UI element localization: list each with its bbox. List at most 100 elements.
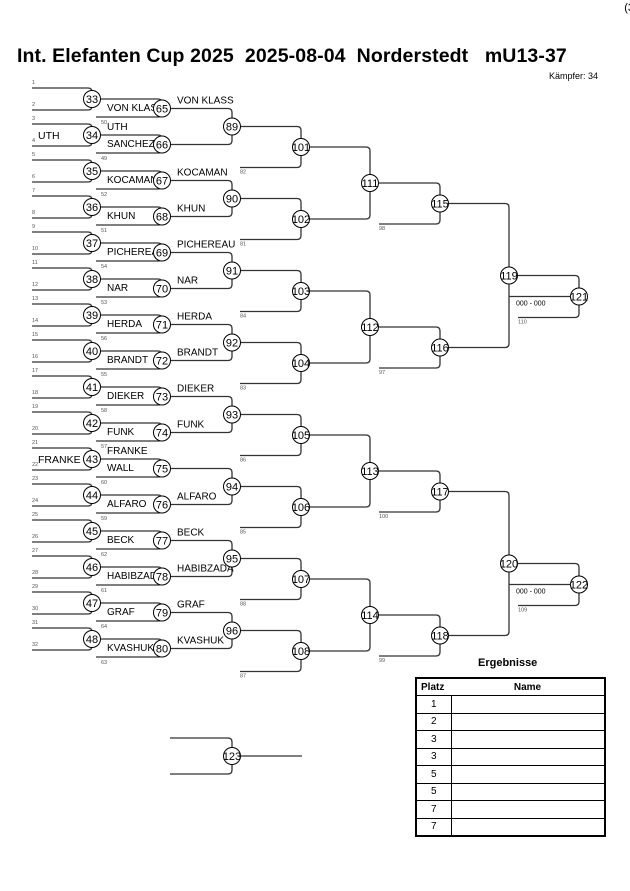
competitor-name: VON KLASS [107, 103, 164, 114]
match-36-number: 36 [86, 202, 98, 214]
results-row: 7 [416, 800, 605, 818]
entry-name: UTH [38, 130, 60, 142]
competitor-name: ALFARO [107, 499, 147, 510]
slot-number: 18 [32, 390, 38, 396]
match-120-number: 120 [500, 559, 518, 571]
loser-ref: 100 [379, 514, 388, 520]
match-101-number: 101 [292, 142, 310, 154]
loser-ref: 82 [240, 170, 246, 176]
loser-ref: 84 [240, 314, 246, 320]
column-header-name: Name [451, 678, 605, 696]
match-103-circle [292, 282, 310, 300]
match-73-number: 73 [156, 392, 168, 404]
match-106-circle [292, 498, 310, 516]
match-79-number: 79 [156, 608, 168, 620]
match-44-circle [83, 486, 101, 504]
results-row: 7 [416, 817, 605, 836]
match-74-circle [153, 423, 171, 442]
match-117-number: 117 [431, 487, 449, 499]
loser-ref: 59 [101, 516, 107, 522]
page-title: Int. Elefanten Cup 2025 2025-08-04 Norde… [17, 45, 567, 67]
results-row: 3 [416, 730, 605, 748]
match-105-circle [292, 426, 310, 444]
match-108-circle [292, 642, 310, 660]
competitor-name: SANCHEZ [107, 139, 155, 150]
match-93-number: 93 [226, 410, 238, 422]
name-cell [451, 782, 605, 801]
match-116-number: 116 [431, 343, 449, 355]
loser-ref: 55 [101, 372, 107, 378]
match-111-circle [361, 174, 379, 192]
match-115-number: 115 [431, 199, 449, 211]
name-cell [451, 817, 605, 836]
match-121-circle [570, 287, 588, 306]
loser-ref: 54 [101, 264, 107, 270]
match-76-circle [153, 495, 171, 514]
match-70-number: 70 [156, 284, 168, 296]
match-37-circle [83, 234, 101, 252]
match-104-number: 104 [292, 358, 310, 370]
loser-ref: 56 [101, 336, 107, 342]
results-row: 2 [416, 712, 605, 731]
slot-number: 27 [32, 548, 38, 554]
competitor-name: NAR [107, 283, 128, 294]
entry-name: FRANKE [38, 454, 81, 466]
match-37-number: 37 [86, 238, 98, 250]
match-89-number: 89 [226, 122, 238, 134]
match-42-number: 42 [86, 418, 98, 430]
competitor-name: FUNK [107, 427, 135, 438]
match-105-number: 105 [292, 430, 310, 442]
results-row: 3 [416, 747, 605, 766]
match-73-circle [153, 387, 171, 406]
loser-ref: 86 [240, 458, 246, 464]
match-70-circle [153, 279, 171, 298]
match-102-circle [292, 210, 310, 228]
slot-number: 21 [32, 440, 38, 446]
match-79-circle [153, 603, 171, 622]
match-40-circle [83, 342, 101, 360]
results-title: Ergebnisse [478, 657, 538, 669]
match-113-number: 113 [361, 466, 379, 478]
page-corner-mark: (3 [624, 2, 630, 14]
match-112-number: 112 [361, 322, 379, 334]
match-116-circle [431, 338, 449, 357]
match-46-circle [83, 558, 101, 576]
competitor-name: HERDA [177, 312, 212, 323]
place-cell: 7 [416, 817, 452, 836]
match-41-number: 41 [86, 382, 98, 394]
place-cell: 5 [416, 782, 452, 801]
loser-ref: 52 [101, 192, 107, 198]
place-cell: 2 [416, 712, 452, 731]
slot-number: 3 [32, 116, 35, 122]
match-48-circle [83, 630, 101, 648]
loser-ref: 49 [101, 156, 107, 162]
match-77-number: 77 [156, 536, 168, 548]
match-117-circle [431, 482, 449, 501]
competitor-name: FUNK [177, 420, 205, 431]
match-44-number: 44 [86, 490, 98, 502]
fighter-count: Kämpfer: 34 [548, 71, 598, 81]
loser-ref: 97 [379, 370, 385, 376]
slot-number: 29 [32, 584, 38, 590]
slot-number: 32 [32, 642, 38, 648]
match-90-number: 90 [226, 194, 238, 206]
loser-ref: 62 [101, 552, 107, 558]
slot-number: 9 [32, 224, 35, 230]
match-66-circle [153, 135, 171, 154]
match-95-number: 95 [226, 554, 238, 566]
match-75-circle [153, 459, 171, 478]
match-118-number: 118 [431, 631, 449, 643]
match-36-circle [83, 198, 101, 216]
match-40-number: 40 [86, 346, 98, 358]
competitor-name: KHUN [177, 204, 205, 215]
match-92-number: 92 [226, 338, 238, 350]
competitor-name: KHUN [107, 211, 135, 222]
place-cell: 7 [416, 800, 452, 818]
r3-connector [171, 107, 233, 146]
name-cell [451, 712, 605, 731]
match-96-circle [223, 621, 241, 640]
competitor-name: GRAF [177, 600, 205, 611]
loser-ref: 64 [101, 624, 107, 630]
match-33-circle [83, 90, 101, 108]
loser-ref: 51 [101, 228, 107, 234]
